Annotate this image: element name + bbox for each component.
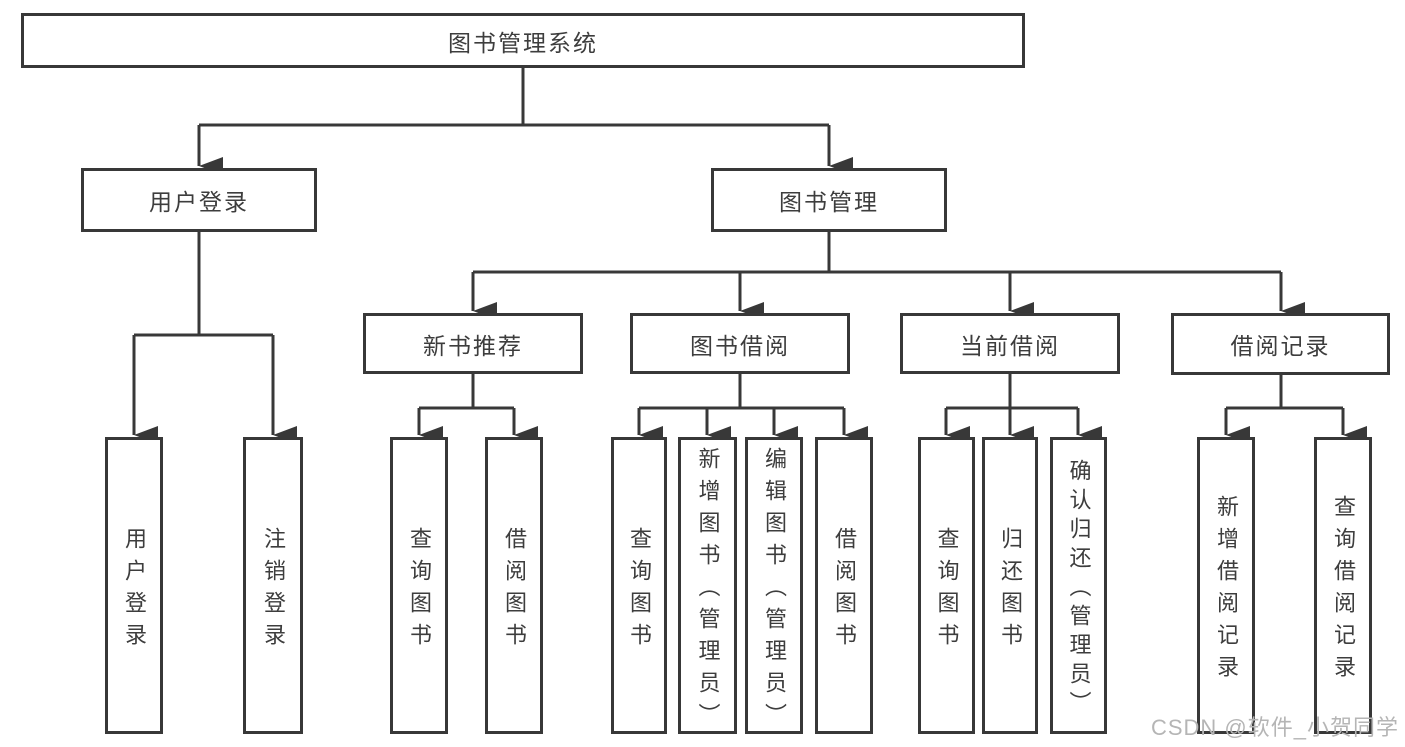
connector-book-mgmt-to-level3 xyxy=(471,232,1305,320)
node-user-login-label: 用户登录 xyxy=(149,189,249,215)
watermark: CSDN @软件_小贺同学 xyxy=(1150,715,1399,740)
leaf-borrow-books-recommend: 借阅图书 xyxy=(485,437,543,734)
leaf-query-books-recommend-label: 查询图书 xyxy=(407,526,432,655)
node-book-mgmt-label: 图书管理 xyxy=(779,189,879,215)
leaf-query-books-borrow-label: 查询图书 xyxy=(627,526,652,655)
leaf-query-books-borrow: 查询图书 xyxy=(611,437,667,734)
leaf-add-borrow-record-label: 新增借阅记录 xyxy=(1214,494,1239,687)
node-current-borrow-label: 当前借阅 xyxy=(960,332,1060,359)
node-new-book-recommend-label: 新书推荐 xyxy=(423,332,523,359)
node-book-borrow: 图书借阅 xyxy=(630,313,850,374)
leaf-borrow-books: 借阅图书 xyxy=(815,437,873,734)
leaf-borrow-books-recommend-label: 借阅图书 xyxy=(502,526,527,655)
node-root-label: 图书管理系统 xyxy=(448,29,598,56)
node-book-borrow-label: 图书借阅 xyxy=(690,332,790,359)
leaf-user-login-label: 用户登录 xyxy=(122,526,147,655)
leaf-confirm-return-admin-label: 确认归还（管理员） xyxy=(1066,458,1092,720)
leaf-logout: 注销登录 xyxy=(243,437,303,734)
connector-records-children xyxy=(1224,375,1367,444)
leaf-confirm-return-admin: 确认归还（管理员） xyxy=(1050,437,1107,734)
leaf-user-login: 用户登录 xyxy=(105,437,163,734)
connector-new-book-children xyxy=(417,374,538,444)
leaf-edit-book-admin-label: 编辑图书（管理员） xyxy=(762,446,787,735)
node-borrow-records-label: 借阅记录 xyxy=(1230,333,1331,359)
leaf-query-books-current: 查询图书 xyxy=(918,437,975,734)
leaf-logout-label: 注销登录 xyxy=(261,526,286,655)
leaf-query-books-recommend: 查询图书 xyxy=(390,437,448,734)
connector-user-login-children xyxy=(132,232,297,444)
leaf-query-borrow-record: 查询借阅记录 xyxy=(1314,437,1372,734)
leaf-borrow-books-label: 借阅图书 xyxy=(832,526,857,655)
node-current-borrow: 当前借阅 xyxy=(900,313,1120,374)
node-borrow-records: 借阅记录 xyxy=(1171,313,1390,375)
node-new-book-recommend: 新书推荐 xyxy=(363,313,583,374)
leaf-query-borrow-record-label: 查询借阅记录 xyxy=(1331,494,1356,687)
leaf-query-books-current-label: 查询图书 xyxy=(934,526,960,655)
leaf-add-borrow-record: 新增借阅记录 xyxy=(1197,437,1255,734)
connector-book-borrow-children xyxy=(637,374,868,444)
leaf-add-book-admin: 新增图书（管理员） xyxy=(678,437,737,735)
leaf-add-book-admin-label: 新增图书（管理员） xyxy=(695,446,721,735)
node-root: 图书管理系统 xyxy=(21,13,1025,68)
connector-current-borrow-children xyxy=(944,374,1102,444)
leaf-edit-book-admin: 编辑图书（管理员） xyxy=(745,437,803,735)
leaf-return-books: 归还图书 xyxy=(982,437,1038,734)
node-user-login: 用户登录 xyxy=(81,168,317,232)
leaf-return-books-label: 归还图书 xyxy=(998,526,1023,655)
connector-root-to-level2 xyxy=(197,68,853,175)
node-book-mgmt: 图书管理 xyxy=(711,168,947,232)
